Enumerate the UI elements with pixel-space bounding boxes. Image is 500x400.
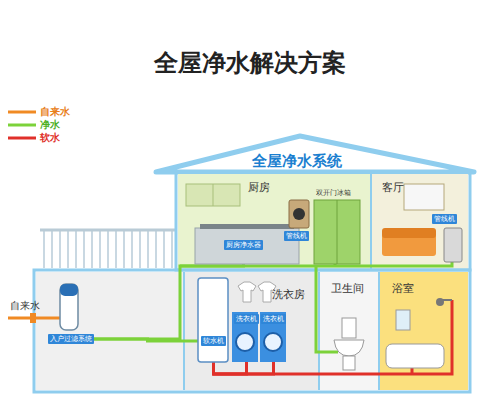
toilet	[334, 340, 364, 356]
legend-text: 净水	[40, 119, 60, 131]
wall	[370, 174, 372, 270]
device-tag: 洗衣机	[234, 314, 259, 324]
roof	[156, 136, 474, 172]
shirt-icon	[238, 282, 256, 302]
wall-purifier	[289, 200, 309, 228]
counter-top	[200, 224, 294, 229]
legend-line	[8, 137, 36, 140]
room-name: 厨房	[248, 181, 270, 194]
washer	[232, 312, 258, 362]
wall-purifier	[293, 208, 305, 220]
fridge	[314, 200, 360, 264]
wall	[318, 272, 320, 390]
room-name: 客厅	[382, 181, 404, 194]
room-region: 洗衣房软水机 洗衣机洗衣机	[185, 272, 319, 390]
mirror	[396, 310, 410, 330]
kitchen-fill	[178, 174, 370, 270]
toilet	[342, 318, 356, 338]
device-tag: 厨房净水器	[224, 240, 263, 250]
room-region: 客厅管线机	[372, 174, 468, 270]
shower	[436, 298, 444, 306]
room-name: 浴室	[392, 282, 414, 295]
room-name: 洗衣房	[272, 288, 305, 301]
washer	[260, 312, 286, 362]
washer-door	[236, 333, 254, 351]
device-name: 管线机	[434, 215, 455, 223]
cabinet	[213, 184, 214, 206]
bathtub	[386, 344, 444, 368]
toilet	[343, 356, 355, 370]
laundry-fill	[185, 272, 319, 390]
window	[404, 184, 444, 210]
wall	[183, 272, 185, 390]
device-name: 管线机	[286, 232, 307, 240]
device-tag: 管线机	[284, 231, 309, 241]
device-name: 入户过滤系统	[50, 335, 92, 343]
filter-tank	[60, 284, 78, 296]
wall	[34, 270, 470, 392]
legend-line	[8, 124, 36, 127]
device-name: 洗衣机	[236, 315, 257, 323]
label-text: 自来水	[10, 300, 40, 312]
house-outline: 全屋净水系统厨房管线机厨房净水器客厅管线机洗衣房软水机洗衣机洗衣机卫生间浴室入户…	[30, 140, 470, 392]
wall	[176, 172, 470, 270]
device-tag: 洗衣机	[261, 314, 286, 324]
valve	[30, 313, 36, 323]
device-tag: 软水机	[201, 336, 226, 346]
device-tag: 入户过滤系统	[48, 334, 94, 344]
cabinet	[186, 184, 240, 206]
system-title: 全屋净水系统	[252, 152, 342, 170]
soft-water-pipe	[213, 300, 452, 374]
device-name: 厨房净水器	[226, 241, 261, 249]
entry-fill	[36, 272, 184, 390]
diagram-title: 全屋净水解决方案	[0, 48, 500, 78]
toilet-fill	[320, 272, 378, 390]
wall	[378, 272, 380, 390]
pipeline-unit	[444, 228, 462, 262]
device-name: 软水机	[203, 337, 224, 345]
softener	[198, 278, 228, 362]
device-tag: 管线机	[432, 214, 457, 224]
room-region: 浴室	[380, 272, 468, 390]
fridge	[337, 200, 338, 264]
legend-text: 软水	[40, 132, 60, 144]
legend-text: 自来水	[40, 106, 70, 118]
railing	[40, 230, 176, 268]
device-name: 洗衣机	[263, 315, 284, 323]
sofa	[382, 228, 436, 238]
washer-door	[264, 333, 282, 351]
label-text: 双开门冰箱	[316, 189, 351, 198]
room-region: 卫生间	[320, 272, 378, 390]
legend-line	[8, 111, 36, 114]
room-name: 卫生间	[331, 282, 364, 295]
bath-fill	[380, 272, 468, 390]
room-region: 厨房管线机厨房净水器	[178, 174, 370, 270]
living-fill	[372, 174, 468, 270]
filter-tank	[60, 284, 78, 330]
railing	[40, 229, 176, 232]
